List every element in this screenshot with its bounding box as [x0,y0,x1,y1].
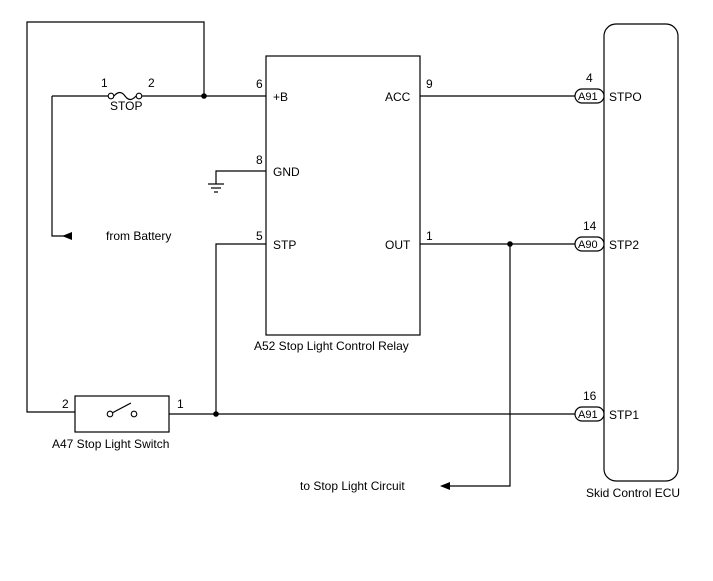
relay-label: A52 Stop Light Control Relay [254,339,409,353]
fuse-pin-right: 2 [148,76,155,90]
switch-pin-left: 2 [62,397,69,411]
relay-pin-out-num: 1 [426,229,433,243]
switch-blade-icon [111,402,132,414]
wire-stop-light-circuit [450,244,511,487]
relay-pin-gnd-name: GND [273,165,300,179]
ecu-label: Skid Control ECU [586,486,680,500]
ecu-connector-stpo-icon [574,88,605,104]
fuse-terminal-right-icon [135,92,143,100]
switch-contact-left-icon [106,410,114,418]
arrow-to-stop-light-icon [440,482,450,490]
ecu-pin-stpo-name: STPO [609,90,642,104]
ecu-connector-stp2-icon [574,236,605,252]
stop-light-circuit-label: to Stop Light Circuit [300,479,405,493]
battery-label: from Battery [106,229,171,243]
ecu-connector-stpo: A91 [578,91,598,103]
arrow-from-battery-icon [62,232,72,240]
switch-pin-right: 1 [177,397,184,411]
wire-battery [51,96,72,237]
skid-control-ecu: A91 4 STPO A90 14 STP2 A91 16 STP1 Skid … [574,23,680,500]
ecu-pin-stp1-num: 16 [583,389,597,403]
switch-a47: 2 1 A47 Stop Light Switch [52,395,184,451]
relay-pin-plusb-name: +B [273,90,288,104]
fuse-pin-left: 1 [101,76,108,90]
junction-dot-out [507,241,513,247]
ecu-pin-stp2-name: STP2 [609,238,639,252]
junction-dot-switch [213,411,219,417]
switch-box [74,395,170,433]
relay-pin-plusb-num: 6 [256,77,263,91]
ecu-pin-stp1-name: STP1 [609,408,639,422]
relay-pin-acc-num: 9 [426,77,433,91]
relay-pin-stp-name: STP [273,238,296,252]
wire-stp [215,243,266,414]
relay-pin-gnd-num: 8 [256,153,263,167]
relay-pin-stp-num: 5 [256,229,263,243]
ecu-pin-stp2-num: 14 [583,219,597,233]
ecu-connector-stp2: A90 [578,239,598,251]
switch-label: A47 Stop Light Switch [52,437,169,451]
ecu-connector-stp1: A91 [578,409,598,421]
fuse-name: STOP [110,99,142,113]
fuse-terminal-left-icon [107,92,115,100]
relay-box [265,55,421,336]
wire-top-loop [26,21,205,413]
relay-a52: 6 +B 8 GND 5 STP 9 ACC 1 OUT A52 Stop Li… [254,55,433,353]
junction-dot-plusb [201,93,207,99]
fuse-stop: 1 2 STOP [101,76,155,113]
switch-contact-right-icon [130,410,138,418]
fuse-element-icon [113,91,137,101]
relay-pin-acc-name: ACC [385,90,411,104]
wires [26,21,575,487]
wire-ground [215,170,266,184]
relay-pin-out-name: OUT [385,238,411,252]
ecu-connector-stp1-icon [574,406,605,422]
ecu-pin-stpo-num: 4 [586,71,593,85]
ecu-box [603,23,679,482]
